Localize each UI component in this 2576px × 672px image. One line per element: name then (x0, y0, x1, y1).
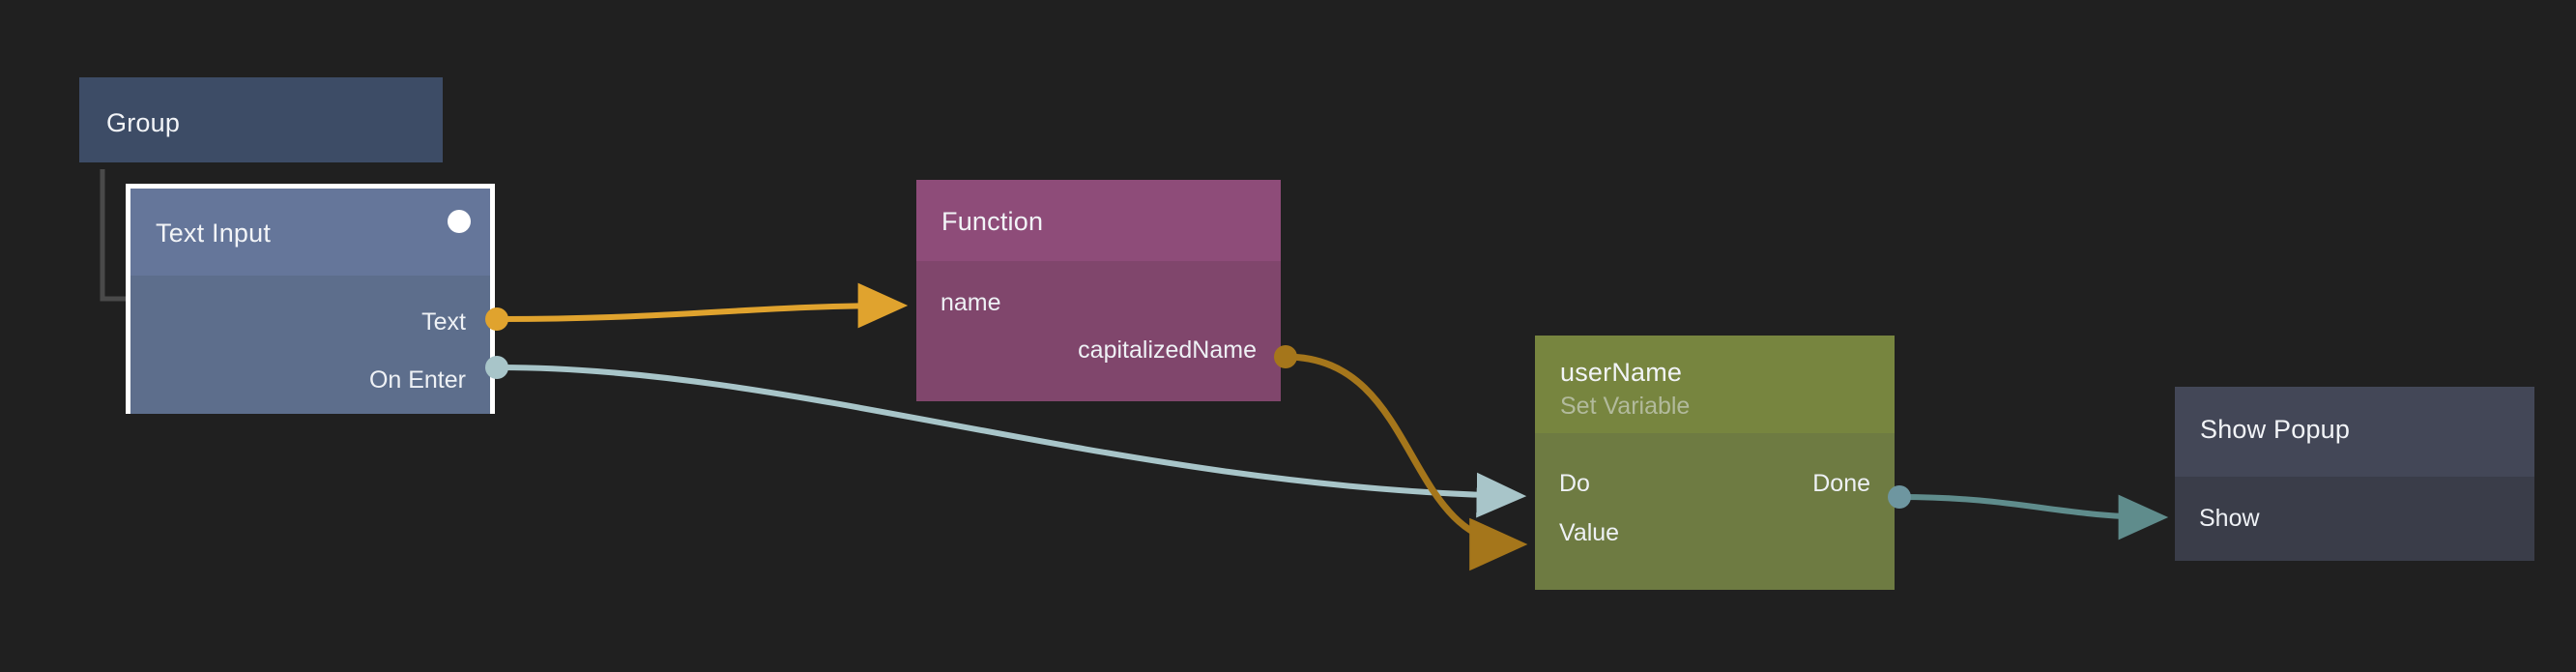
node-set-variable-header[interactable]: userName Set Variable (1535, 336, 1895, 433)
port-in-show[interactable]: Show (2199, 505, 2260, 532)
port-in-value[interactable]: Value (1559, 519, 1620, 546)
node-show-popup-title: Show Popup (2200, 415, 2351, 444)
node-text-input-body: Text On Enter (130, 276, 490, 414)
port-in-name[interactable]: name (941, 289, 1001, 316)
wire-done-to-show[interactable] (1898, 494, 2169, 541)
socket-out-done[interactable] (1888, 485, 1911, 509)
node-group[interactable]: Group (79, 77, 443, 162)
node-function-header[interactable]: Function (916, 180, 1281, 261)
socket-out-on-enter[interactable] (485, 356, 508, 379)
node-group-title: Group (106, 108, 181, 137)
port-out-text[interactable]: Text (421, 308, 466, 336)
node-text-input[interactable]: Text Input Text On Enter (126, 184, 495, 414)
node-function-title: Function (941, 207, 1044, 236)
node-show-popup[interactable]: Show Popup Show (2175, 387, 2534, 561)
port-out-capitalized-name[interactable]: capitalizedName (1078, 336, 1257, 364)
wire-text-to-name[interactable] (499, 282, 909, 329)
socket-out-capitalized-name[interactable] (1274, 345, 1297, 368)
node-set-variable[interactable]: userName Set Variable Do Done Value (1535, 336, 1895, 590)
node-text-input-title: Text Input (156, 219, 272, 248)
port-out-on-enter[interactable]: On Enter (368, 366, 466, 394)
socket-out-text[interactable] (485, 307, 508, 331)
port-out-done[interactable]: Done (1812, 470, 1870, 497)
node-show-popup-header[interactable]: Show Popup (2175, 387, 2534, 477)
node-show-popup-body: Show (2175, 477, 2534, 561)
node-function[interactable]: Function name capitalizedName (916, 180, 1281, 401)
wire-capname-to-value[interactable] (1285, 353, 1528, 571)
node-text-input-header[interactable]: Text Input (130, 189, 490, 276)
port-in-do[interactable]: Do (1559, 470, 1590, 497)
status-dot-icon (448, 210, 471, 233)
node-set-variable-title: userName (1560, 358, 1683, 387)
node-function-body: name capitalizedName (916, 261, 1281, 401)
node-set-variable-subtitle: Set Variable (1560, 393, 1691, 420)
node-set-variable-body: Do Done Value (1535, 433, 1895, 590)
